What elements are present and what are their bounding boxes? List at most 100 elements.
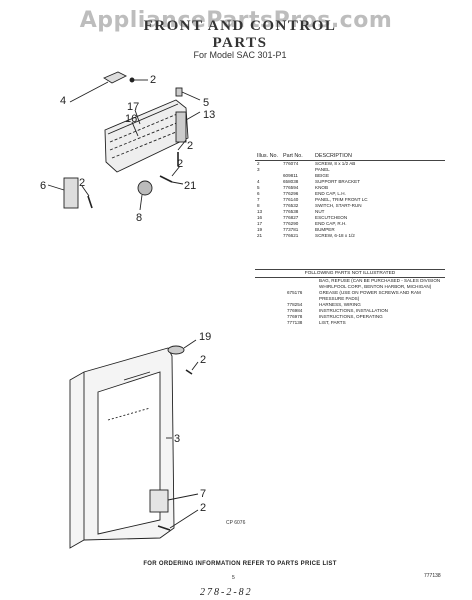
illus-no-cell: 6 xyxy=(257,190,260,196)
not-illustrated-heading: FOLLOWING PARTS NOT ILLUSTRATED xyxy=(255,269,445,278)
callout-8: 8 xyxy=(136,212,142,224)
parts-table-header: Illus. No. Part No. DESCRIPTION xyxy=(255,153,445,161)
screw-shape-e xyxy=(185,369,193,375)
part-no-cell: 773781 xyxy=(283,226,299,232)
callout-5: 5 xyxy=(203,97,209,109)
panel-opening xyxy=(97,371,161,535)
description-cell: NUT xyxy=(315,208,325,214)
illus-no-cell: 5 xyxy=(257,184,260,190)
callout-4: 4 xyxy=(60,95,66,107)
callout-16: 16 xyxy=(125,113,137,125)
end-cap-rh-shape xyxy=(175,111,187,143)
parts-row: 6 776296 END CAP, L.H. xyxy=(255,191,445,197)
parts-row: 609811 BEIGE xyxy=(255,173,445,179)
illus-no-cell: 8 xyxy=(257,202,260,208)
part-no-cell: 776140 xyxy=(283,196,299,202)
spacer-cell xyxy=(255,320,285,326)
part-no-cell: 776290 xyxy=(283,220,299,226)
header-part-no: Part No. xyxy=(281,153,313,161)
callout-21: 21 xyxy=(184,180,196,192)
part-no-cell: 776827 xyxy=(283,214,299,220)
not-illustrated-row: 776978 INSTRUCTIONS, OPERATING xyxy=(255,314,445,320)
spacer-cell xyxy=(255,290,285,302)
description-cell: LIST, PARTS xyxy=(319,320,346,325)
leader-21 xyxy=(171,181,184,185)
description-cell: BEIGE xyxy=(315,172,330,178)
callout-3: 3 xyxy=(174,433,180,445)
leader-17 xyxy=(134,109,141,125)
leader-7 xyxy=(167,493,199,501)
description-cell: END CAP, L.H. xyxy=(315,190,346,196)
description-cell: ESCUTCHEON xyxy=(315,214,348,220)
illus-no-cell: 19 xyxy=(257,226,263,232)
illus-no-cell: 2 xyxy=(257,160,260,166)
leader-4 xyxy=(69,81,109,103)
document-code: 777138 xyxy=(424,573,441,579)
switch-shape xyxy=(137,180,153,196)
leader-19 xyxy=(183,339,197,349)
callout-19: 19 xyxy=(199,331,211,343)
knob-shape xyxy=(175,87,183,97)
not-illustrated-row: 777138 LIST, PARTS xyxy=(255,320,445,326)
handwritten-annotation: 278-2-82 xyxy=(200,587,253,598)
description-cell: INSTRUCTIONS, OPERATING xyxy=(319,314,383,319)
part-no-cell: 776978 xyxy=(287,314,303,319)
description-cell: GREASE (USE ON POWER SCREWS AND RAM PRES… xyxy=(319,290,421,301)
leader-8 xyxy=(139,194,143,211)
part-no-cell: 777138 xyxy=(287,320,303,325)
callout-2a: 2 xyxy=(150,74,156,86)
bumper-shape xyxy=(167,345,185,355)
trim-panel-shape xyxy=(149,489,169,513)
page-title: FRONT AND CONTROL PARTS xyxy=(143,18,337,51)
part-no-cell xyxy=(285,278,317,290)
spacer-cell xyxy=(255,278,285,290)
page-number: 5 xyxy=(232,575,235,581)
illus-no-cell: 16 xyxy=(257,214,263,220)
parts-row: 3 PANEL xyxy=(255,167,445,173)
description-cell: HARNESS, WIRING xyxy=(319,302,361,307)
screw-shape-21 xyxy=(159,175,173,183)
leader-6 xyxy=(47,184,65,191)
page-subtitle: For Model SAC 301-P1 xyxy=(193,50,287,60)
callout-2d: 2 xyxy=(177,158,183,170)
leader-16 xyxy=(131,121,139,137)
screw-shape-f xyxy=(157,525,171,531)
part-no-cell: 609811 xyxy=(283,172,298,178)
part-no-cell: 675176 xyxy=(287,290,303,295)
part-no-cell: 776296 xyxy=(283,190,299,196)
callout-13: 13 xyxy=(203,109,215,121)
ordering-info-footer: FOR ORDERING INFORMATION REFER TO PARTS … xyxy=(143,561,337,567)
callout-2b: 2 xyxy=(187,140,193,152)
not-illustrated-row: 675176 GREASE (USE ON POWER SCREWS AND RA… xyxy=(255,290,445,302)
screw-shape-a xyxy=(129,77,135,83)
description-cell: PANEL xyxy=(315,166,330,172)
description-cell: PANEL, TRIM FRONT LC xyxy=(315,196,368,202)
part-no-cell: 776621 xyxy=(283,232,299,238)
leader-2f xyxy=(169,509,199,529)
illus-no-cell: 17 xyxy=(257,220,263,226)
parts-row: 7 776140 PANEL, TRIM FRONT LC xyxy=(255,197,445,203)
description-cell: SCREW, 6-18 x 1/2 xyxy=(315,232,355,238)
leader-2e xyxy=(191,361,199,371)
illus-no-cell: 7 xyxy=(257,196,260,202)
callout-2c: 2 xyxy=(79,177,85,189)
leader-13 xyxy=(185,111,201,121)
figure-number: CP 6076 xyxy=(226,520,246,526)
leader-5 xyxy=(181,91,201,101)
description-cell: SWITCH, START-RUN xyxy=(315,202,362,208)
part-no-cell: 776984 xyxy=(287,308,303,313)
callout-2f: 2 xyxy=(200,502,206,514)
description-cell: KNOB xyxy=(315,184,329,190)
description-cell: SCREW, 8 x 1/2 AB xyxy=(315,160,356,166)
illus-no-cell: 3 xyxy=(257,166,260,172)
illus-no-cell: 21 xyxy=(257,232,263,238)
